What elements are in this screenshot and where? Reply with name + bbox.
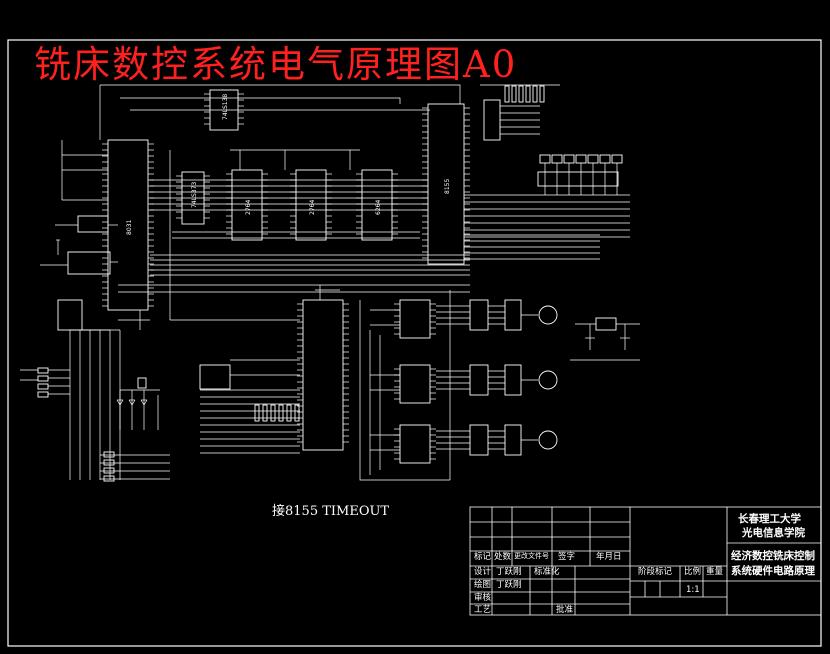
resistor [270, 404, 276, 422]
input-connector [57, 299, 83, 331]
header-signature: 签字 [558, 552, 576, 562]
department-name: 光电信息学院 [742, 527, 805, 539]
header-drawing: 绘图 [474, 580, 492, 590]
resistor [286, 404, 292, 422]
regulator [595, 317, 617, 331]
switch-block [199, 364, 231, 390]
chip-2764-b [295, 169, 327, 241]
resistor [504, 85, 510, 103]
header-approve: 批准 [556, 605, 574, 615]
resistor [37, 383, 49, 390]
led-digit [611, 154, 623, 164]
resistor-pack [483, 99, 501, 141]
switch [103, 475, 115, 482]
drawing-title: 铣床数控系统电气原理图A0 [34, 43, 518, 86]
drawing-frame [7, 39, 822, 647]
components-group: 8155 2764 2764 6264 74LS373 8031 74LS138 [37, 85, 623, 482]
led-digit [563, 154, 575, 164]
chip-6264 [361, 169, 393, 241]
designer-name: 丁跃刚 [496, 567, 522, 577]
driver-chip [399, 299, 431, 339]
resistor [511, 85, 517, 103]
timeout-note: 接8155 TIMEOUT [272, 504, 390, 519]
crystal [77, 215, 109, 233]
driver-chip [399, 424, 431, 464]
chip-74ls138 [209, 89, 239, 131]
chip-8155 [427, 103, 465, 265]
resistor [278, 404, 284, 422]
phase-driver [504, 424, 522, 456]
resistor [37, 391, 49, 398]
header-weight: 重量 [706, 567, 724, 577]
drafter-name: 丁跃刚 [496, 580, 522, 590]
header-date: 年月日 [596, 552, 622, 562]
header-scale: 比例 [684, 567, 702, 577]
drawing-name-line2: 系统硬件电路原理 [731, 565, 815, 577]
chip-8155-label: 8155 [444, 179, 451, 194]
stepper-motor [538, 430, 558, 450]
chip-2764-a-label: 2764 [245, 200, 252, 215]
chip-74ls138-label: 74LS138 [222, 94, 229, 120]
power-amp [469, 364, 489, 396]
led-digit [599, 154, 611, 164]
stepper-motor [538, 370, 558, 390]
chip-2764-b-label: 2764 [309, 200, 316, 215]
power-amp [469, 299, 489, 331]
resistor [37, 375, 49, 382]
stepper-motor [538, 305, 558, 325]
resistor [525, 85, 531, 103]
header-count: 处数 [494, 552, 512, 562]
header-design: 设计 [474, 567, 492, 577]
header-mark: 标记 [474, 552, 492, 562]
resistor [37, 367, 49, 374]
chip-2764-a [231, 169, 263, 241]
chip-6264-label: 6264 [375, 200, 382, 215]
transistor [137, 377, 147, 389]
chip-8031-label: 8031 [126, 220, 133, 235]
header-review: 审核 [474, 593, 492, 603]
switch [103, 451, 115, 458]
resistor [539, 85, 545, 103]
scale-value: 1:1 [686, 585, 700, 595]
header-process: 工艺 [474, 605, 492, 615]
power-amp [469, 424, 489, 456]
display-driver [537, 171, 619, 187]
drawing-name-line1: 经济数控铣床控制 [731, 550, 815, 562]
chip-74ls373-label: 74LS373 [191, 182, 198, 208]
header-standardization: 标准化 [534, 567, 560, 577]
resistor [262, 404, 268, 422]
switch [103, 467, 115, 474]
chip-8255 [302, 299, 344, 451]
phase-driver [504, 299, 522, 331]
driver-chip [399, 364, 431, 404]
school-name: 长春理工大学 [738, 513, 801, 525]
header-stage-mark: 阶段标记 [638, 567, 673, 577]
switch [103, 459, 115, 466]
led-digit [539, 154, 551, 164]
led-digit [575, 154, 587, 164]
resistor [254, 404, 260, 422]
reset-circuit [67, 251, 111, 275]
phase-driver [504, 364, 522, 396]
wiring-group [20, 84, 640, 481]
led-digit [587, 154, 599, 164]
resistor [518, 85, 524, 103]
chip-74ls373 [181, 171, 205, 225]
resistor [294, 404, 300, 422]
header-change-doc: 更改文件号 [514, 552, 549, 560]
resistor [532, 85, 538, 103]
led-digit [551, 154, 563, 164]
